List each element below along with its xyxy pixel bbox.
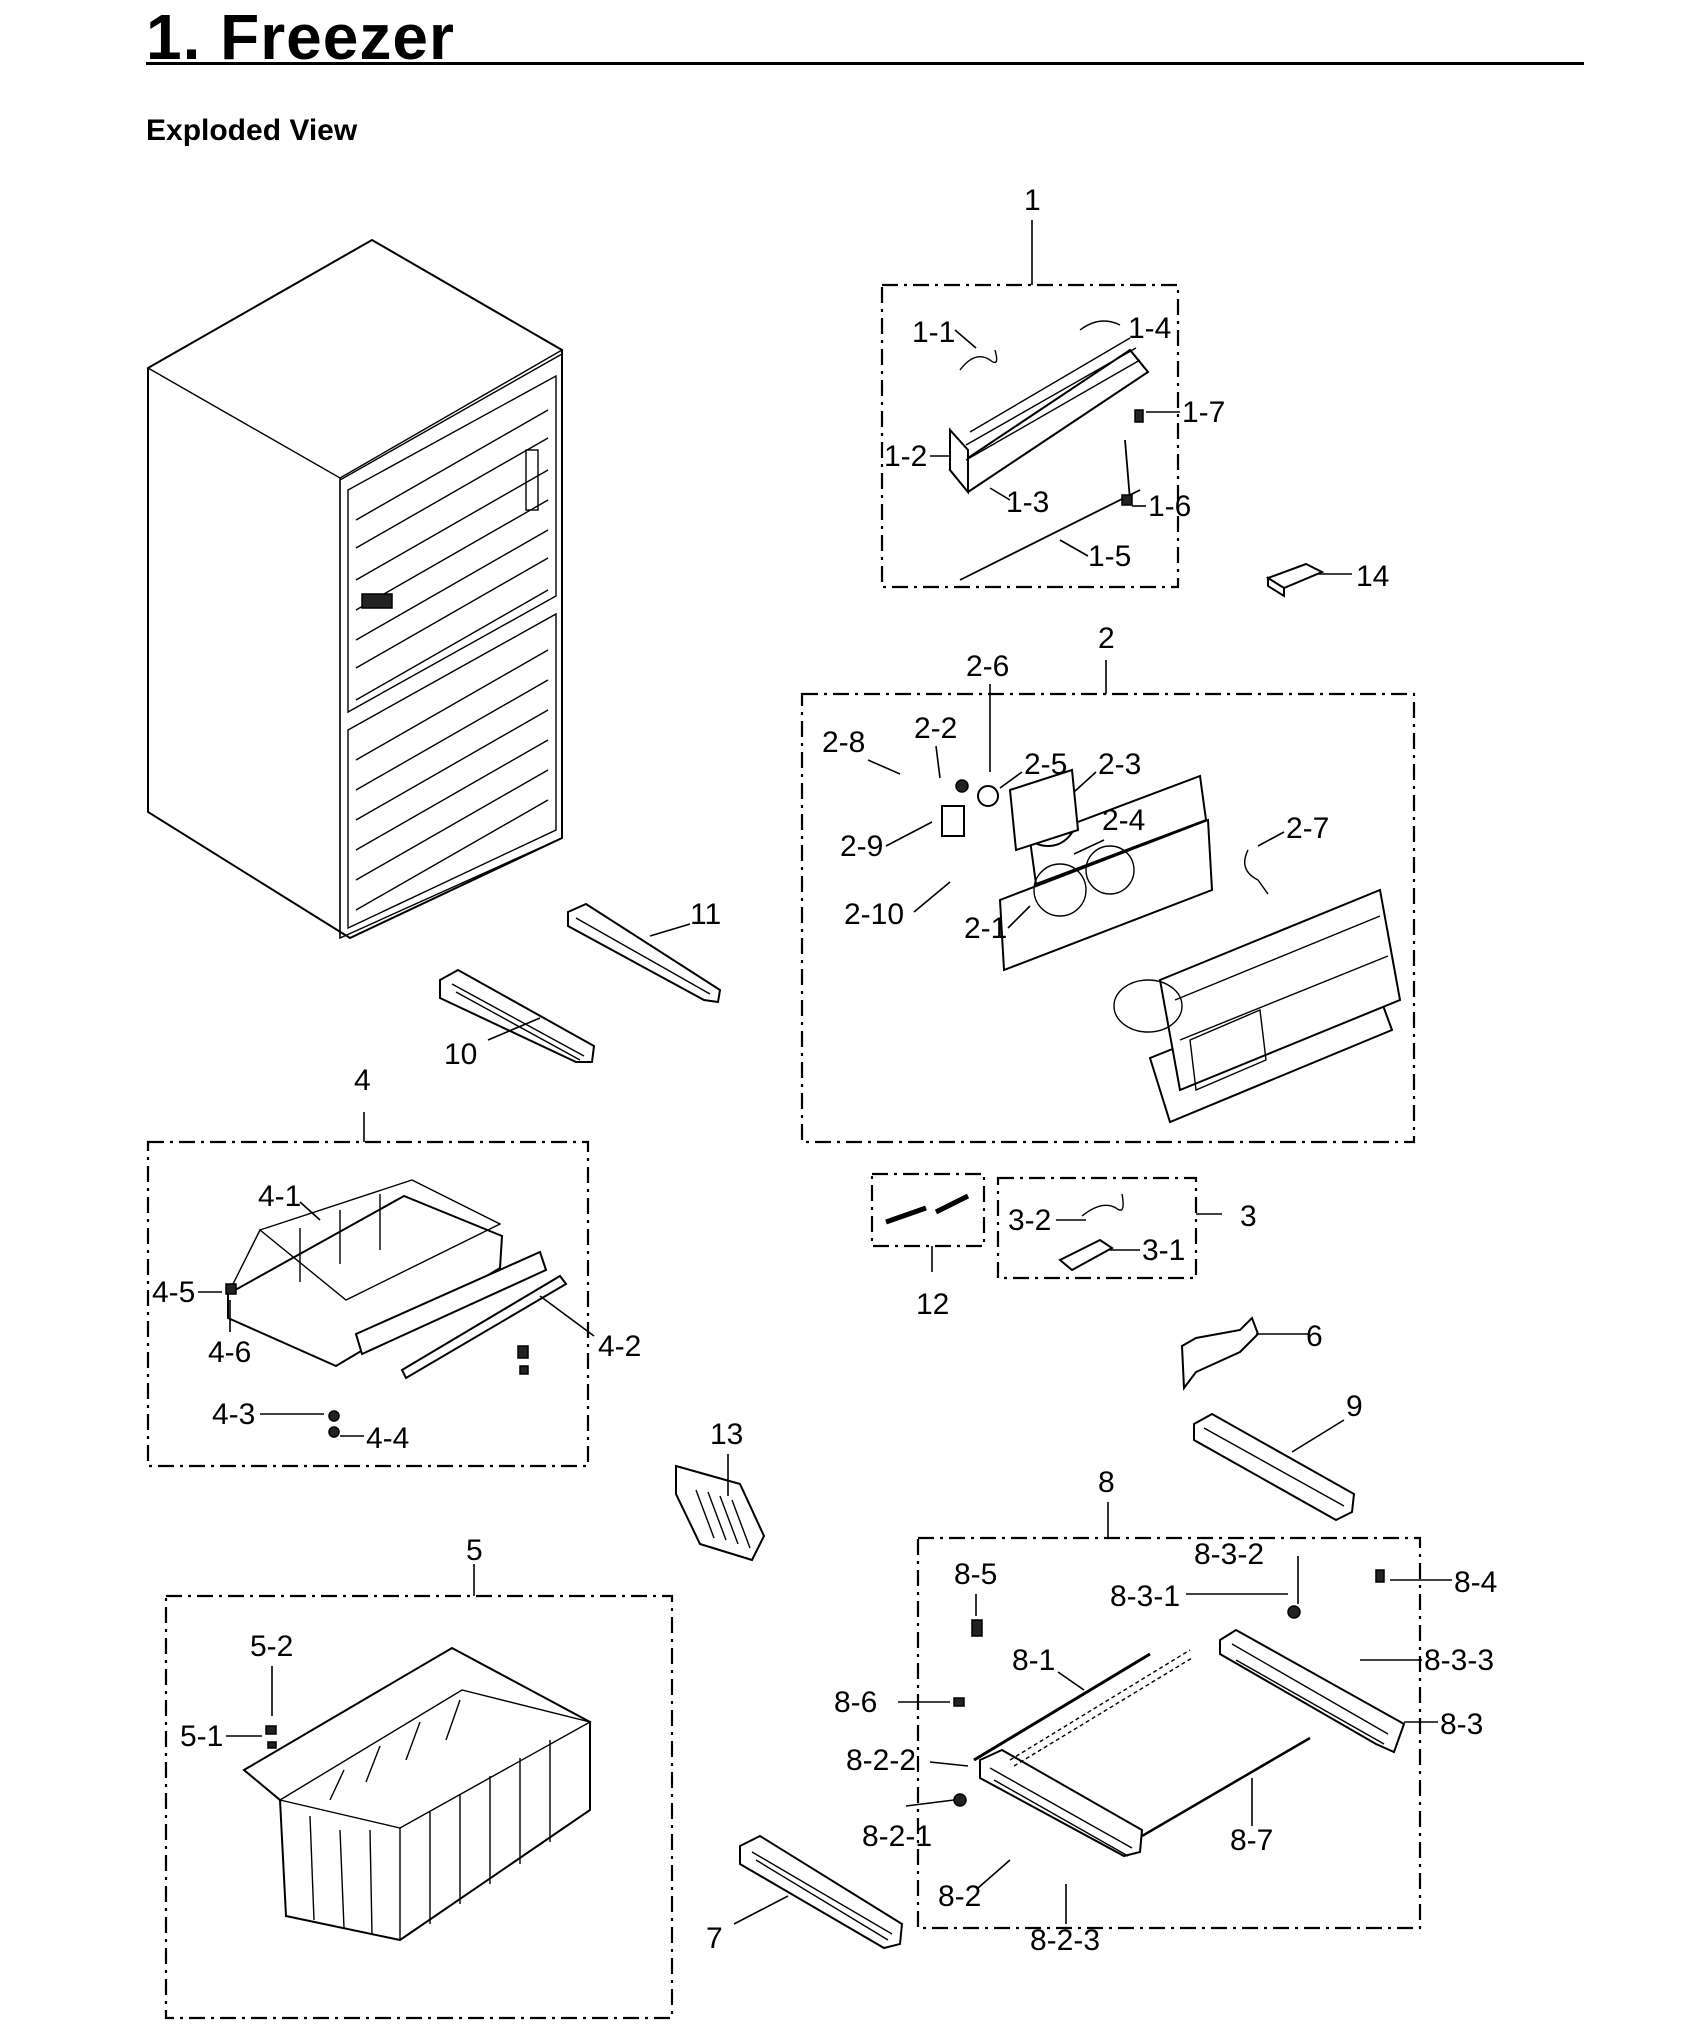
title-rule bbox=[146, 62, 1584, 65]
label-2-1: 2-1 bbox=[964, 912, 1007, 945]
part-6-bracket bbox=[1180, 1316, 1260, 1391]
freezer-basket bbox=[242, 1646, 592, 1942]
group-4-box bbox=[146, 1140, 590, 1468]
sensor-assembly bbox=[1058, 1193, 1124, 1272]
label-1-4: 1-4 bbox=[1128, 312, 1171, 345]
page-subtitle: Exploded View bbox=[146, 114, 358, 147]
label-4-6: 4-6 bbox=[208, 1336, 251, 1369]
label-2-7: 2-7 bbox=[1286, 812, 1329, 845]
label-7: 7 bbox=[706, 1922, 723, 1955]
label-1-3: 1-3 bbox=[1006, 486, 1049, 519]
label-4-5: 4-5 bbox=[152, 1276, 195, 1309]
label-1-7: 1-7 bbox=[1182, 396, 1225, 429]
label-2-6: 2-6 bbox=[966, 650, 1009, 683]
rail-assembly bbox=[953, 1569, 1406, 1858]
label-2: 2 bbox=[1098, 622, 1115, 655]
group-2-box bbox=[800, 692, 1416, 1144]
label-5: 5 bbox=[466, 1534, 483, 1567]
label-8-2-1: 8-2-1 bbox=[862, 1820, 932, 1853]
group-3-box bbox=[996, 1176, 1198, 1280]
label-1-1: 1-1 bbox=[912, 316, 955, 349]
label-8-2: 8-2 bbox=[938, 1880, 981, 1913]
label-8-7: 8-7 bbox=[1230, 1824, 1273, 1857]
label-11: 11 bbox=[690, 898, 721, 931]
label-8-3-2: 8-3-2 bbox=[1194, 1538, 1264, 1571]
evaporator-cover-assembly bbox=[998, 774, 1402, 1124]
label-8-3-1: 8-3-1 bbox=[1110, 1580, 1180, 1613]
label-5-2: 5-2 bbox=[250, 1630, 293, 1663]
label-14: 14 bbox=[1356, 560, 1389, 593]
evaporator-assembly bbox=[948, 320, 1150, 581]
label-2-2: 2-2 bbox=[914, 712, 957, 745]
label-8-1: 8-1 bbox=[1012, 1644, 1055, 1677]
label-2-3: 2-3 bbox=[1098, 748, 1141, 781]
part-13-basket bbox=[675, 1464, 766, 1562]
label-4-2: 4-2 bbox=[598, 1330, 641, 1363]
label-3: 3 bbox=[1240, 1200, 1257, 1233]
label-4: 4 bbox=[354, 1064, 371, 1097]
label-1-6: 1-6 bbox=[1148, 490, 1191, 523]
fan-motor-assembly bbox=[941, 768, 1269, 895]
label-8-6: 8-6 bbox=[834, 1686, 877, 1719]
label-5-1: 5-1 bbox=[180, 1720, 223, 1753]
part-9-rail bbox=[1193, 1412, 1356, 1522]
label-6: 6 bbox=[1306, 1320, 1323, 1353]
group-12-box bbox=[870, 1172, 986, 1248]
label-8-4: 8-4 bbox=[1454, 1566, 1497, 1599]
label-12: 12 bbox=[916, 1288, 949, 1321]
label-3-1: 3-1 bbox=[1142, 1234, 1185, 1267]
label-3-2: 3-2 bbox=[1008, 1204, 1051, 1237]
drawer-assembly bbox=[225, 1179, 568, 1438]
label-8-2-2: 8-2-2 bbox=[846, 1744, 916, 1777]
label-4-3: 4-3 bbox=[212, 1398, 255, 1431]
label-2-4: 2-4 bbox=[1102, 804, 1145, 837]
part-10-cover bbox=[439, 968, 596, 1063]
label-8-3: 8-3 bbox=[1440, 1708, 1483, 1741]
label-4-4: 4-4 bbox=[366, 1422, 409, 1455]
label-1-5: 1-5 bbox=[1088, 540, 1131, 573]
label-2-5: 2-5 bbox=[1024, 748, 1067, 781]
label-2-10: 2-10 bbox=[844, 898, 904, 931]
part-7-cover bbox=[739, 1834, 904, 1950]
refrigerator-cabinet bbox=[146, 238, 564, 940]
part-14 bbox=[1265, 562, 1325, 598]
label-2-9: 2-9 bbox=[840, 830, 883, 863]
label-10: 10 bbox=[444, 1038, 477, 1071]
part-11-rail bbox=[567, 902, 722, 1004]
label-2-8: 2-8 bbox=[822, 726, 865, 759]
label-8: 8 bbox=[1098, 1466, 1115, 1499]
group-5-box bbox=[164, 1594, 674, 2020]
label-1: 1 bbox=[1024, 184, 1041, 217]
group-1-box bbox=[880, 283, 1180, 589]
label-4-1: 4-1 bbox=[258, 1180, 301, 1213]
label-8-3-3: 8-3-3 bbox=[1424, 1644, 1494, 1677]
label-13: 13 bbox=[710, 1418, 743, 1451]
label-1-2: 1-2 bbox=[884, 440, 927, 473]
page-title: 1. Freezer bbox=[146, 1, 455, 73]
label-8-2-3: 8-2-3 bbox=[1030, 1924, 1100, 1957]
label-8-5: 8-5 bbox=[954, 1558, 997, 1591]
group-8-box bbox=[916, 1536, 1422, 1930]
label-9: 9 bbox=[1346, 1390, 1363, 1423]
